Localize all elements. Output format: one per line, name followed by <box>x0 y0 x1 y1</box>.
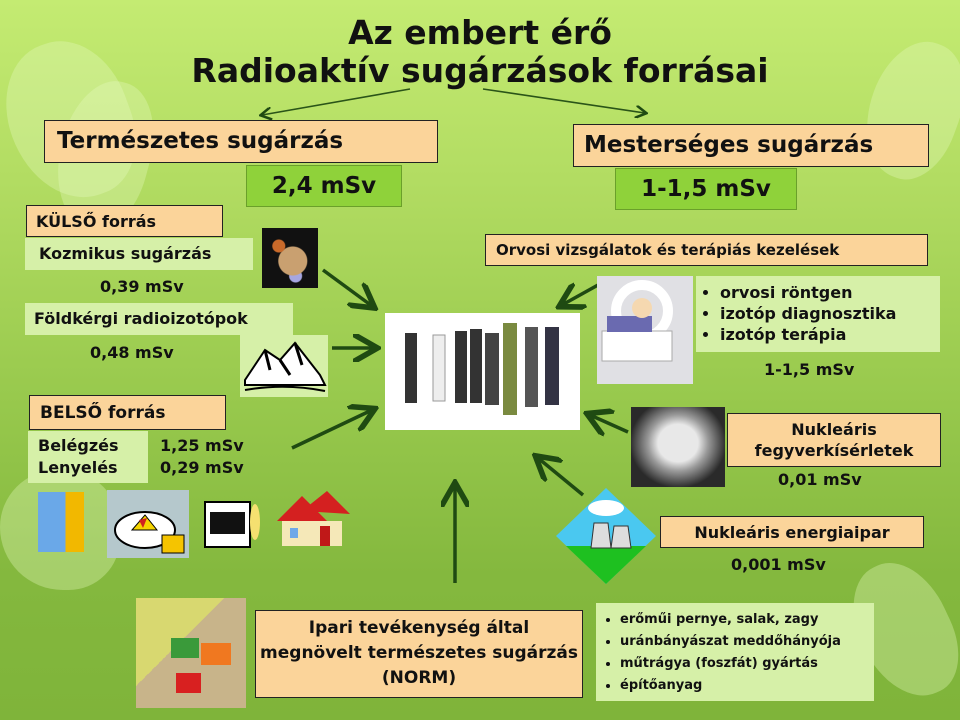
medical-item-xray: orvosi röntgen <box>720 282 940 303</box>
food-icon <box>107 490 189 558</box>
mountain-icon <box>240 335 328 397</box>
crust-dose: 0,48 mSv <box>90 343 174 362</box>
nuclear-energy-label: Nukleáris energiaipar <box>660 516 924 548</box>
weapons-test-dose: 0,01 mSv <box>778 470 862 489</box>
norm-item-fertilizer: műtrágya (foszfát) gyártás <box>620 653 874 675</box>
norm-items: erőműi pernye, salak, zagy uránbányászat… <box>596 603 874 701</box>
internal-doses: 1,25 mSv 0,29 mSv <box>160 435 244 479</box>
artificial-dose: 1-1,5 mSv <box>615 168 797 210</box>
natural-dose: 2,4 mSv <box>246 165 402 207</box>
title-line-1: Az embert érő <box>348 13 612 52</box>
internal-items-labels: Belégzés Lenyelés <box>28 431 148 483</box>
mushroom-cloud-icon <box>631 407 725 487</box>
ct-scanner-icon <box>597 276 693 384</box>
norm-label: Ipari tevékenység által megnövelt termés… <box>255 610 583 698</box>
planets-icon <box>262 228 318 288</box>
people-group-icon <box>385 313 580 430</box>
weapons-test-label: Nukleáris fegyverkísérletek <box>727 413 941 467</box>
arrow-to-artificial <box>482 88 645 113</box>
norm-item-building-material: építőanyag <box>620 675 874 697</box>
house-icon <box>272 486 352 550</box>
norm-item-ash: erőműi pernye, salak, zagy <box>620 609 874 631</box>
external-source-label: KÜLSŐ forrás <box>26 205 223 237</box>
nuclear-energy-dose: 0,001 mSv <box>731 555 826 574</box>
ingestion-dose: 0,29 mSv <box>160 458 244 477</box>
title-line-2: Radioaktív sugárzások forrásai <box>191 51 769 90</box>
inhalation-dose: 1,25 mSv <box>160 436 244 455</box>
ingestion-label: Lenyelés <box>38 458 118 477</box>
medical-dose: 1-1,5 mSv <box>764 360 855 379</box>
medical-items: orvosi röntgen izotóp diagnosztika izotó… <box>696 276 940 352</box>
natural-radiation-label: Természetes sugárzás <box>44 120 438 163</box>
medical-item-isotope-therapy: izotóp terápia <box>720 324 940 345</box>
norm-item-uranium-tailings: uránbányászat meddőhányója <box>620 631 874 653</box>
artificial-radiation-label: Mesterséges sugárzás <box>573 124 929 167</box>
power-plant-icon <box>556 488 656 584</box>
crust-radioisotopes-label: Földkérgi radioizotópok <box>25 303 293 335</box>
cosmic-dose: 0,39 mSv <box>100 277 184 296</box>
medical-label: Orvosi vizsgálatok és terápiás kezelések <box>485 234 928 266</box>
arrow-to-natural <box>262 88 411 115</box>
inhalation-label: Belégzés <box>38 436 119 455</box>
cosmic-radiation-label: Kozmikus sugárzás <box>25 238 253 270</box>
shower-icon <box>38 492 84 552</box>
internal-source-label: BELSŐ forrás <box>29 395 226 430</box>
farm-harvester-icon <box>136 598 246 708</box>
stove-icon <box>200 492 260 554</box>
medical-item-isotope-diagnostics: izotóp diagnosztika <box>720 303 940 324</box>
